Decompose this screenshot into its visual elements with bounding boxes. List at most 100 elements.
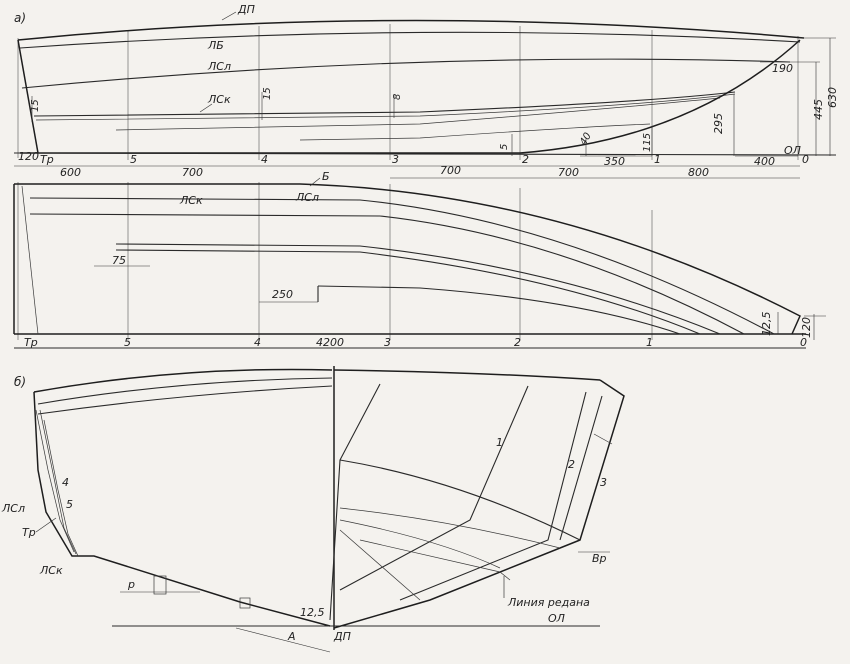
body-leader-3: [593, 433, 613, 445]
station-3-label: 3: [392, 153, 399, 166]
profile-station-grid: [17, 24, 799, 160]
chine-line-lsl: [21, 58, 791, 89]
transom-profile: [17, 39, 39, 154]
body-label-2: 2: [568, 458, 575, 471]
body-label-lsl: ЛСл: [1, 502, 25, 515]
body-stern-sheer: [33, 368, 333, 393]
dim-630-label: 630: [826, 87, 839, 108]
body-plan-view: б) ЛСл Тр ЛСк 4 5 р ДП ОЛ А 12,5: [1, 366, 625, 653]
plan-station-3-label: 3: [384, 336, 391, 349]
plan-station-2-label: 2: [514, 336, 521, 349]
profile-view: а) ДП ЛБ ЛСл ЛСк ОЛ Тр 5: [13, 3, 839, 179]
view-b-marker: б): [14, 375, 26, 389]
dim-600-label: 600: [60, 166, 81, 179]
plan-label-b: Б: [322, 170, 330, 183]
leader-lsk: [199, 103, 213, 113]
body-label-ol: ОЛ: [548, 612, 565, 625]
section-4: [39, 409, 77, 555]
body-stern-sheer-2: [37, 377, 333, 405]
body-label-dp: ДП: [333, 630, 351, 643]
leader-dp: [221, 11, 237, 21]
bottom-profile-line: [20, 39, 801, 154]
plan-spray-strip-2: [115, 249, 701, 335]
body-label-vr: Вр: [592, 552, 607, 565]
view-a-marker: а): [14, 11, 26, 25]
dim-a-line: [235, 627, 331, 653]
body-chine-curve: [339, 459, 581, 541]
section-bow-outer: [329, 383, 381, 621]
step-profile-line: [299, 123, 651, 141]
body-label-step-line: Линия редана: [507, 596, 590, 609]
dim-115-label: 115: [642, 133, 653, 152]
station-5-label: 5: [130, 153, 137, 166]
body-bow-outline: [333, 379, 625, 629]
plan-chine-lsk: [29, 197, 775, 335]
body-label-a: А: [287, 630, 296, 643]
section-1: [339, 385, 529, 591]
section-2: [399, 391, 587, 601]
body-stern-outline: [33, 391, 331, 627]
dim-190-label: 190: [772, 62, 793, 75]
dim-295-label: 295: [712, 113, 725, 134]
spray-strip-block-1: [153, 575, 167, 595]
body-step-curve: [339, 519, 501, 569]
dim-700-c-label: 700: [558, 166, 579, 179]
deck-line-dp: [17, 19, 805, 41]
plan-dim-75-label: 75: [112, 254, 126, 267]
plan-station-4-label: 4: [254, 336, 261, 349]
plan-station-grid: [17, 182, 653, 340]
station-1-label: 1: [654, 153, 661, 166]
label-lsk: ЛСк: [207, 93, 231, 106]
dim-350-label: 350: [604, 155, 625, 168]
plan-label-lsk: ЛСк: [179, 194, 203, 207]
station-tr-label: Тр: [40, 153, 54, 166]
plan-station-5-label: 5: [124, 336, 131, 349]
label-lb: ЛБ: [207, 39, 224, 52]
plan-station-1-label: 1: [646, 336, 653, 349]
plan-station-tr-label: Тр: [24, 336, 38, 349]
plan-label-lsl: ЛСл: [295, 191, 319, 204]
plan-dim-4200-label: 4200: [316, 336, 344, 349]
plan-dim-250-label: 250: [272, 288, 293, 301]
dim-15-b-label: 15: [262, 87, 273, 100]
body-spray-curve: [339, 507, 561, 549]
spray-strip-block-2: [239, 597, 251, 609]
body-label-4: 4: [62, 476, 69, 489]
dim-700-b-label: 700: [440, 164, 461, 177]
plan-station-0-label: 0: [800, 336, 807, 349]
body-label-lsk: ЛСк: [39, 564, 63, 577]
section-5: [43, 419, 79, 557]
body-label-3: 3: [600, 476, 607, 489]
dim-5-label: 5: [499, 144, 510, 150]
label-lsl: ЛСл: [207, 60, 231, 73]
plan-spray-strip: [115, 243, 721, 335]
plan-transom-2: [21, 185, 39, 335]
plan-view: Б ЛСк ЛСл 75 250 12,5 120 Тр 5 4 4200 3 …: [13, 170, 826, 349]
plan-sheer-b: [14, 183, 801, 335]
dim-15-a-label: 15: [30, 99, 41, 112]
dim-800-label: 800: [688, 166, 709, 179]
station-0-label: 0: [802, 153, 809, 166]
dim-400-label: 400: [754, 155, 775, 168]
body-label-p: р: [127, 578, 135, 591]
keel-chine-line-lsk: [33, 91, 736, 117]
plan-dim-125-label: 12,5: [760, 312, 773, 337]
body-label-tr: Тр: [22, 526, 36, 539]
label-dp: ДП: [237, 3, 255, 16]
dim-8-label: 8: [392, 94, 403, 100]
plan-chine-lsl: [29, 213, 745, 335]
body-stern-sheer-3: [37, 385, 333, 415]
section-3: [559, 395, 603, 541]
body-label-1: 1: [496, 436, 503, 449]
profile-dimensions: 120 600 700 700 700 350 800 400: [14, 150, 800, 179]
station-4-label: 4: [261, 153, 268, 166]
sheer-line-lb: [19, 31, 801, 49]
body-leader-tr: [35, 517, 57, 533]
plan-leader-b: [309, 177, 321, 187]
spray-strip-line: [115, 97, 721, 131]
dim-445-label: 445: [812, 99, 825, 120]
body-label-5: 5: [66, 498, 73, 511]
body-label-125: 12,5: [300, 606, 325, 619]
keel-chine-line-2: [35, 93, 736, 121]
